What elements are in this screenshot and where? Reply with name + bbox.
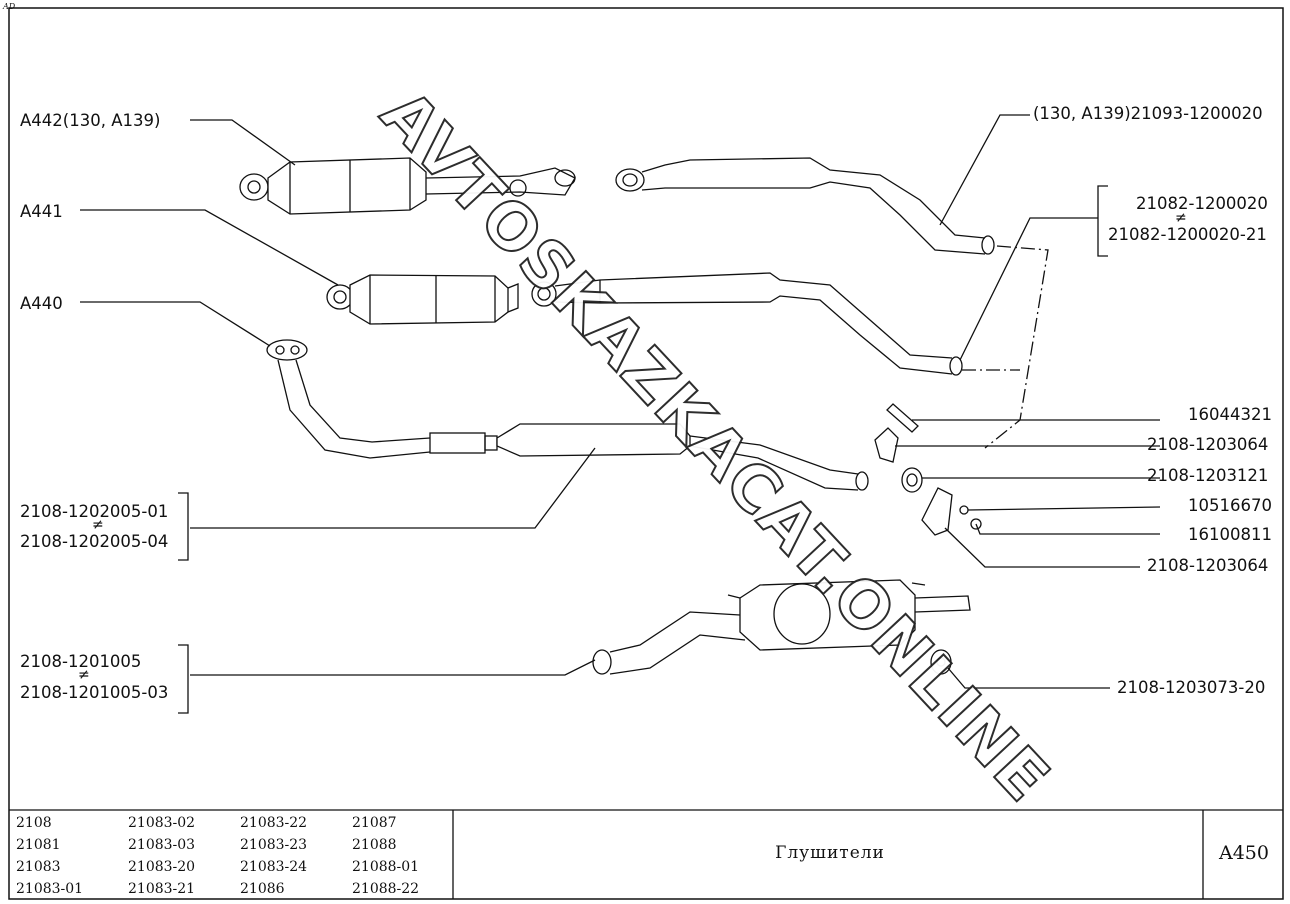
page-title: Глушители xyxy=(775,843,885,863)
label-front-muffler-a: 2108-1202005-01 xyxy=(20,502,169,521)
label-mid-a: 21082-1200020 xyxy=(1136,194,1268,213)
models-column-1: 2108 21081 21083 21083-01 xyxy=(16,812,83,900)
leader-lines xyxy=(80,114,1161,689)
front-muffler xyxy=(496,423,869,491)
label-a440: A440 xyxy=(20,294,63,313)
model-code: 2108 xyxy=(16,815,52,831)
bracket-front xyxy=(178,492,189,561)
models-column-4: 21087 21088 21088-01 21088-22 xyxy=(352,812,419,900)
model-code: 21088-01 xyxy=(352,859,420,875)
model-code: 21083 xyxy=(16,859,61,875)
label-part-16044321: 16044321 xyxy=(1188,405,1272,424)
model-code: 21081 xyxy=(16,837,61,853)
not-equal-mark: ≠ xyxy=(92,517,104,533)
label-a442: A442(130, A139) xyxy=(20,111,161,130)
model-code: 21083-03 xyxy=(128,837,196,853)
label-mid-b: 21082-1200020-21 xyxy=(1108,225,1267,244)
models-column-2: 21083-02 21083-03 21083-20 21083-21 xyxy=(128,812,195,900)
label-part-2108-1203064: 2108-1203064 xyxy=(1147,435,1269,454)
label-part-2108-1203073-20: 2108-1203073-20 xyxy=(1117,678,1266,697)
downpipe-a440 xyxy=(266,339,498,459)
model-code: 21086 xyxy=(240,881,285,897)
label-part-16100811: 16100811 xyxy=(1188,525,1272,544)
bracket-rear xyxy=(178,644,189,714)
bracket-mid xyxy=(1097,185,1108,257)
label-part-2108-1203064-b: 2108-1203064 xyxy=(1147,556,1269,575)
model-code: 21087 xyxy=(352,815,397,831)
model-code: 21083-21 xyxy=(128,881,196,897)
label-front-muffler-b: 2108-1202005-04 xyxy=(20,532,169,551)
catalyst-a441 xyxy=(326,274,519,325)
model-code: 21088-22 xyxy=(352,881,420,897)
label-a441: A441 xyxy=(20,202,63,221)
frame-border xyxy=(8,7,1284,900)
corner-mark: AD xyxy=(3,2,16,11)
rear-muffler xyxy=(592,579,971,675)
model-code: 21088 xyxy=(352,837,397,853)
model-code: 21083-23 xyxy=(240,837,308,853)
label-part-2108-1203121: 2108-1203121 xyxy=(1147,466,1269,485)
catalyst-a442 xyxy=(239,157,576,215)
intermediate-pipe-21082 xyxy=(531,272,963,376)
model-code: 21083-20 xyxy=(128,859,196,875)
model-code: 21083-22 xyxy=(240,815,308,831)
label-part-10516670: 10516670 xyxy=(1188,496,1272,515)
page-code: A450 xyxy=(1219,842,1269,864)
models-column-3: 21083-22 21083-23 21083-24 21086 xyxy=(240,812,307,900)
model-code: 21083-01 xyxy=(16,881,84,897)
label-rear-muffler-b: 2108-1201005-03 xyxy=(20,683,169,702)
model-code: 21083-24 xyxy=(240,859,308,875)
not-equal-mark: ≠ xyxy=(78,667,90,683)
label-rear-muffler-a: 2108-1201005 xyxy=(20,652,142,671)
intermediate-pipe-21093 xyxy=(615,157,995,255)
model-code: 21083-02 xyxy=(128,815,196,831)
label-mid-130: (130, A139)21093-1200020 xyxy=(1033,104,1263,123)
small-parts xyxy=(874,403,982,675)
not-equal-mark: ≠ xyxy=(1175,210,1187,226)
